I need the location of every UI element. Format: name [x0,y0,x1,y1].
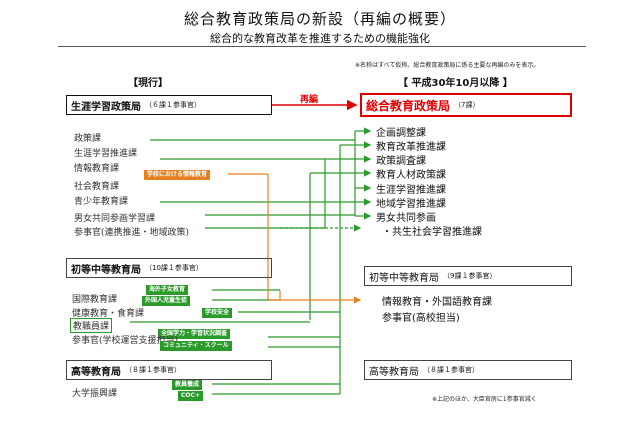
current-lifelong-item: 生涯学習推進課 [74,149,138,159]
current-higher-bureau-box: 高等教育局 （８課１参事官） [66,360,272,380]
new-bureau-item: 政策調査課 [376,156,426,167]
title-divider [58,46,586,47]
future-header: 【 平成30年10月以降 】 [398,78,513,89]
current-lifelong-bureau-detail: （６課１参事官） [145,101,201,109]
current-primary-item: 教職員課 [70,318,113,333]
current-primary-item: 健康教育・食育課 [72,309,145,319]
new-bureau-item: 教育人材政策課 [376,170,446,181]
new-bureau-detail: （7課） [454,101,480,109]
new-primary-bureau-name: 初等中等教育局 [369,272,439,284]
current-lifelong-item: 青少年教育課 [74,197,129,207]
current-primary-bureau-box: 初等中等教育局 （10課１参事官） [66,258,272,278]
tag-coc-plus: COC+ [178,391,203,401]
page-title: 総合教育政策局の新設（再編の概要） [183,10,456,28]
current-lifelong-bureau-name: 生涯学習政策局 [71,101,141,113]
new-primary-item: 参事官(高校担当) [382,313,460,324]
tag-overseas: 海外子女教育 [146,285,189,295]
current-header: 【現行】 [128,78,168,89]
new-bureau-item: 男女共同参画 [376,213,436,224]
new-primary-item: 情報教育・外国語教育課 [382,297,492,308]
reorg-label: 再編 [300,95,319,105]
current-lifelong-item: 政策課 [74,134,102,144]
current-primary-item: 参事官(学校運営支援担当) [72,336,179,346]
tag-teacher-training: 教員養成 [172,380,203,390]
current-lifelong-item: 社会教育課 [74,182,120,192]
new-bureau-box: 総合教育政策局 （7課） [360,93,572,117]
current-higher-bureau-detail: （８課１参事官） [125,366,181,374]
current-primary-bureau-detail: （10課１参事官） [145,264,203,272]
tag-info-education: 学校における情報教育 [144,170,211,180]
tag-national-survey: 全国学力・学習状況調査 [158,329,231,339]
new-higher-bureau-box: 高等教育局 （８課１参事官） [364,360,572,380]
current-primary-bureau-name: 初等中等教育局 [71,264,141,276]
current-lifelong-item: 情報教育課 [74,164,120,174]
page-subtitle: 総合的な教育改革を推進するための機能強化 [210,32,430,45]
tag-school-safety: 学校安全 [202,308,233,318]
new-primary-bureau-detail: （9課１参事官） [443,272,497,280]
new-bureau-item: 企画調整課 [376,128,426,139]
current-lifelong-item: 男女共同参画学習課 [74,214,156,224]
bottom-note: ※上記のほか、大臣官房に1参事官減く [432,396,537,403]
new-bureau-item: 教育改革推進課 [376,142,446,153]
top-note: ※名称はすべて仮称。総合教育政策局に係る主要な再編のみを表示。 [355,62,540,69]
current-lifelong-bureau-box: 生涯学習政策局 （６課１参事官） [66,95,272,115]
new-bureau-name: 総合教育政策局 [366,98,451,113]
current-primary-item: 国際教育課 [72,295,118,305]
new-bureau-item: 地域学習推進課 [376,199,446,210]
new-higher-bureau-detail: （８課１参事官） [423,366,479,374]
current-higher-bureau-name: 高等教育局 [71,366,121,378]
new-higher-bureau-name: 高等教育局 [369,366,419,378]
new-primary-bureau-box: 初等中等教育局 （9課１参事官） [364,266,572,286]
current-lifelong-item: 参事官(連携推進・地域政策) [74,228,190,238]
tag-foreign-students: 外国人児童生徒 [142,296,191,306]
new-bureau-item: ・共生社会学習推進課 [382,227,482,238]
current-higher-item: 大学振興課 [72,389,118,399]
new-bureau-item: 生涯学習推進課 [376,185,446,196]
tag-community-school: コミュニティ・スクール [160,341,232,351]
